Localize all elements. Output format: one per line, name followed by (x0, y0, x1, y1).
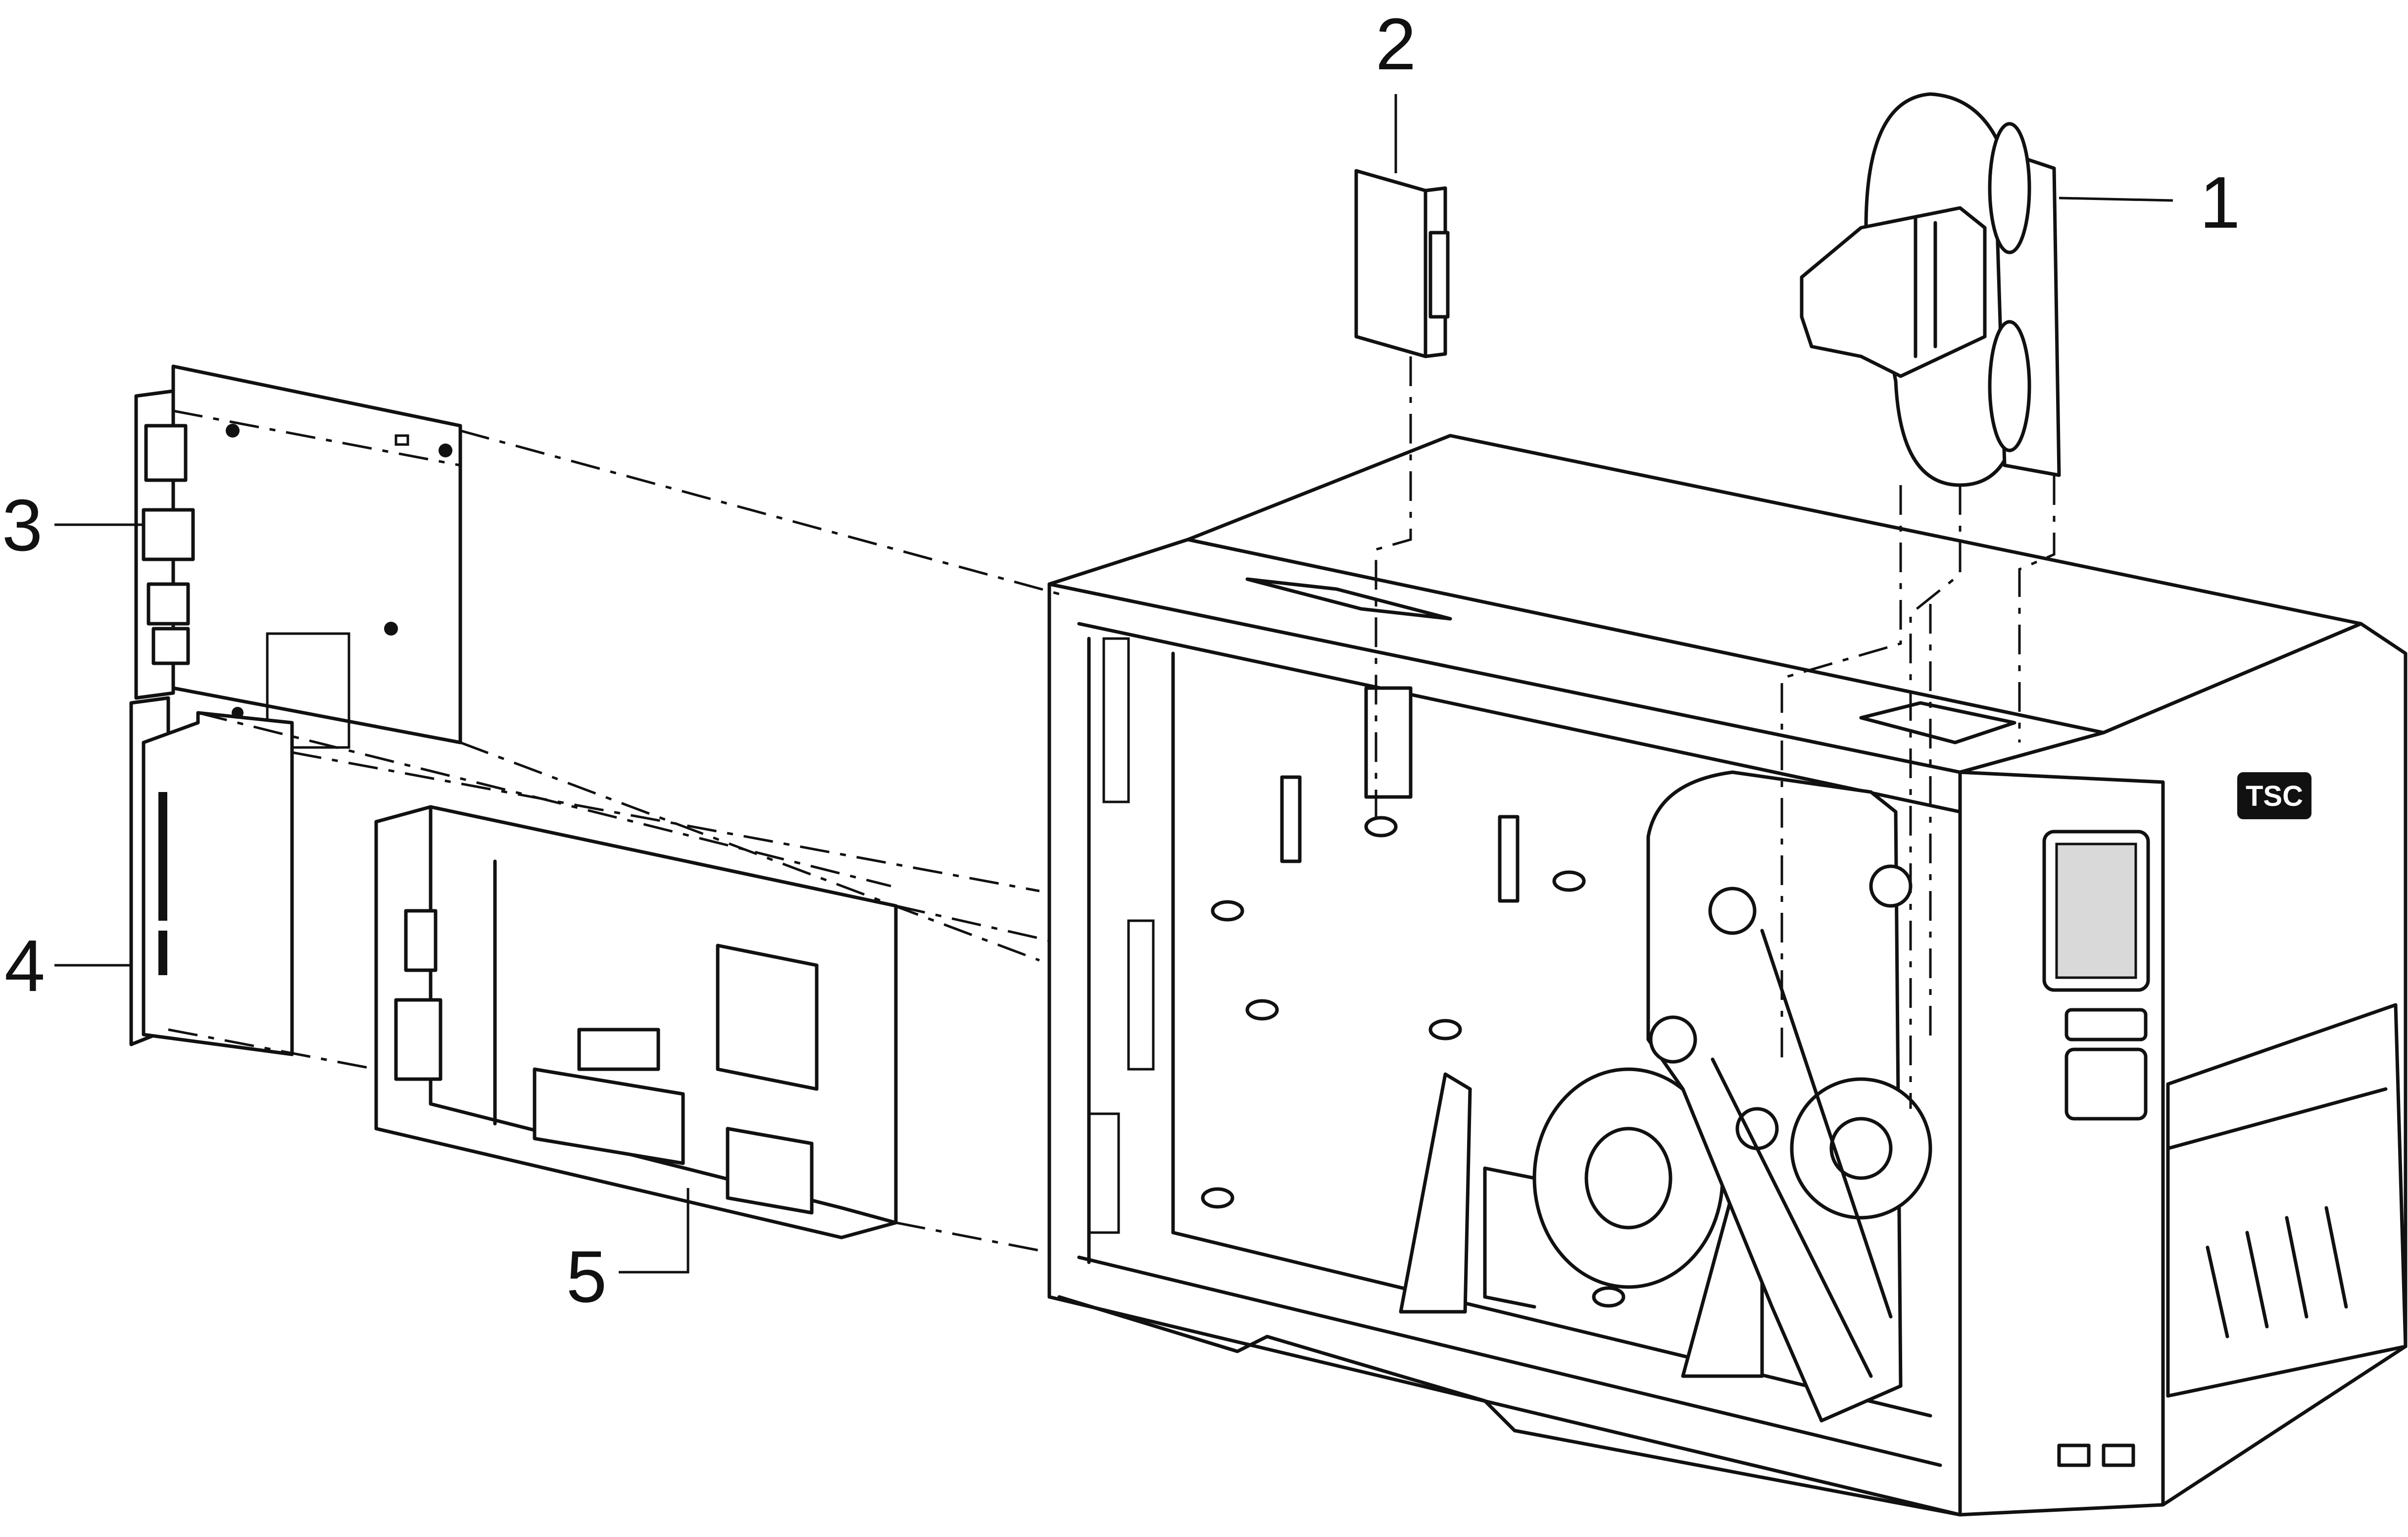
callout-5: 5 (566, 1236, 607, 1318)
callout-1: 1 (2200, 162, 2240, 244)
assembly-lines (168, 356, 2056, 1254)
part-4-interface-board (129, 696, 294, 1056)
front-panel (2042, 830, 2150, 1467)
part-1-motor-assembly (1800, 92, 2061, 487)
logo-text: TSC (2246, 780, 2303, 812)
label-exit (2166, 1003, 2408, 1398)
dowel-pins (1201, 816, 1625, 1308)
callout-2: 2 (1376, 3, 1416, 85)
part-5-power-supply (374, 805, 898, 1240)
printer-chassis: TSC (1047, 434, 2408, 1517)
part-2-board (1354, 169, 1450, 358)
callout-4: 4 (4, 925, 45, 1007)
part-3-main-board (134, 364, 462, 749)
drive-mechanism (1646, 770, 1932, 1423)
tsc-logo: TSC (2237, 772, 2311, 819)
callout-3: 3 (2, 485, 43, 566)
callout-leaders (54, 94, 2173, 1274)
media-spindle (1483, 1067, 1724, 1309)
